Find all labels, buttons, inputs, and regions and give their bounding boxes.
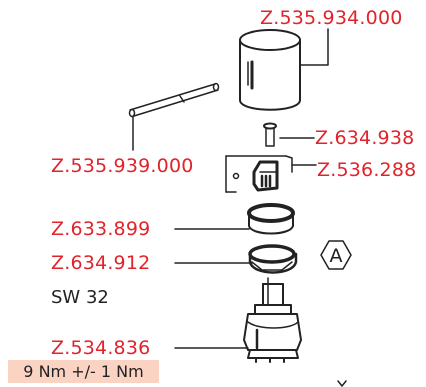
cartridge-drawing [174, 277, 302, 363]
nut-drawing [174, 244, 298, 274]
cover-ring-drawing [174, 203, 295, 235]
part-number-pin: Z.535.939.000 [51, 155, 194, 177]
part-number-cover-ring: Z.633.899 [51, 218, 151, 240]
knob-drawing [239, 29, 329, 111]
arrow-mark [337, 380, 347, 387]
part-number-screw: Z.634.938 [315, 127, 415, 149]
callout-hexagon: A [320, 240, 352, 270]
pin-drawing [128, 82, 220, 151]
part-number-nut: Z.634.912 [51, 252, 151, 274]
clip-drawing [225, 155, 317, 193]
part-number-cartridge: Z.534.836 [51, 337, 151, 359]
callout-letter: A [330, 245, 343, 267]
wrench-size-label: SW 32 [51, 287, 109, 308]
part-number-knob: Z.535.934.000 [260, 7, 403, 29]
screw-drawing [263, 122, 315, 147]
torque-badge: 9 Nm +/- 1 Nm [8, 360, 159, 383]
part-number-clip: Z.536.288 [317, 159, 417, 181]
